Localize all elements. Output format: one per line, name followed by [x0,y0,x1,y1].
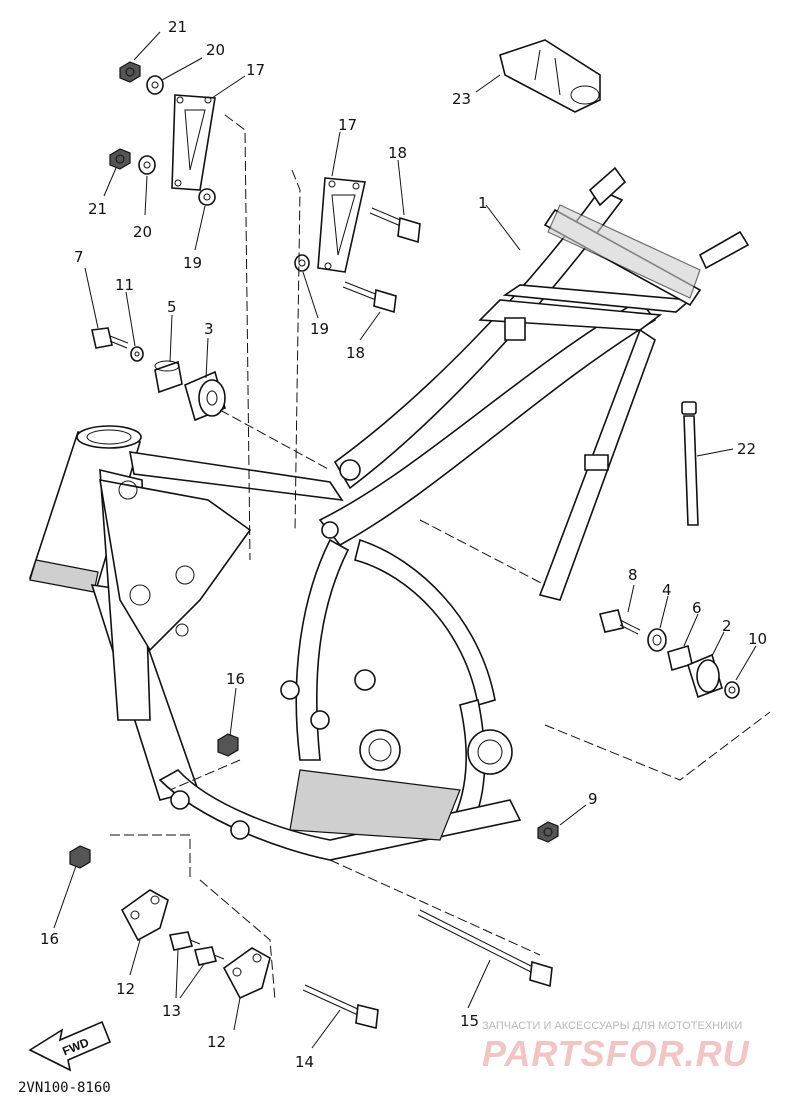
label-6: 6 [692,599,702,617]
label-18-top: 18 [388,144,407,162]
part-16-nut-lower [69,845,91,869]
label-19-right: 19 [310,320,329,338]
part-21-nut-upper [119,61,141,83]
head-pipe [28,425,142,593]
part-14-bolt [302,984,379,1029]
part-21-nut-lower [109,148,131,170]
label-3: 3 [204,320,214,338]
label-18-bottom: 18 [346,344,365,362]
label-22: 22 [737,440,756,458]
label-15: 15 [460,1012,479,1030]
part-22-cable-tie [681,401,699,526]
part-20-washer-upper [146,75,164,95]
part-18-bolt-lower [342,281,397,314]
label-21-top: 21 [168,18,187,36]
label-12-left: 12 [116,980,135,998]
label-13: 13 [162,1002,181,1020]
label-16-middle: 16 [226,670,245,688]
label-21-lower: 21 [88,200,107,218]
part-19-washer-right [294,254,310,272]
part-4-washer [647,628,667,652]
part-17-bracket-left [171,94,216,191]
label-16-lower: 16 [40,930,59,948]
main-frame [28,166,750,861]
label-11: 11 [115,276,134,294]
label-9: 9 [588,790,598,808]
part-3-damper [184,370,226,422]
label-12-right: 12 [207,1033,226,1051]
part-17-bracket-right [317,177,366,273]
part-20-washer-lower [138,155,156,175]
part-16-nut-middle [217,733,239,757]
label-8: 8 [628,566,638,584]
part-12-plate-right [222,947,271,1000]
watermark: ЗАПЧАСТИ И АКСЕССУАРЫ ДЛЯ МОТОТЕХНИКИ PA… [482,1020,750,1074]
diagram-code: 2VN100-8160 [18,1080,111,1096]
part-9-nut [537,821,559,843]
leader-lines [53,31,757,1049]
part-12-plate-left [120,889,169,942]
dashed-alignment-lines [110,114,771,1001]
part-7-bolt [91,327,129,349]
label-2: 2 [722,617,732,635]
label-19-left: 19 [183,254,202,272]
label-17-right: 17 [338,116,357,134]
watermark-brand-logo: PARTSFOR.RU [482,1033,750,1074]
part-18-bolt-upper [369,207,421,244]
label-5: 5 [167,298,177,316]
part-15-long-bolt [417,909,553,988]
part-11-washer [130,346,144,362]
label-20-lower: 20 [133,223,152,241]
label-20-top: 20 [206,41,225,59]
label-4: 4 [662,581,672,599]
label-1: 1 [478,194,488,212]
fwd-arrow-icon: FWD [28,1020,112,1072]
part-19-washer-left [198,188,216,206]
watermark-tagline: ЗАПЧАСТИ И АКСЕССУАРЫ ДЛЯ МОТОТЕХНИКИ [482,1020,742,1032]
label-10: 10 [748,630,767,648]
part-13-bolts [169,931,225,966]
label-7: 7 [74,248,84,266]
label-17-left: 17 [246,61,265,79]
label-23: 23 [452,90,471,108]
part-23-pad [499,39,601,113]
part-8-bolt [599,609,641,635]
part-5-collar [154,360,183,394]
part-2-damper [687,653,723,699]
label-14: 14 [295,1053,314,1071]
part-10-washer [724,681,740,699]
part-labels: 21 20 17 23 17 18 21 20 1 19 7 11 5 19 3… [40,18,767,1071]
